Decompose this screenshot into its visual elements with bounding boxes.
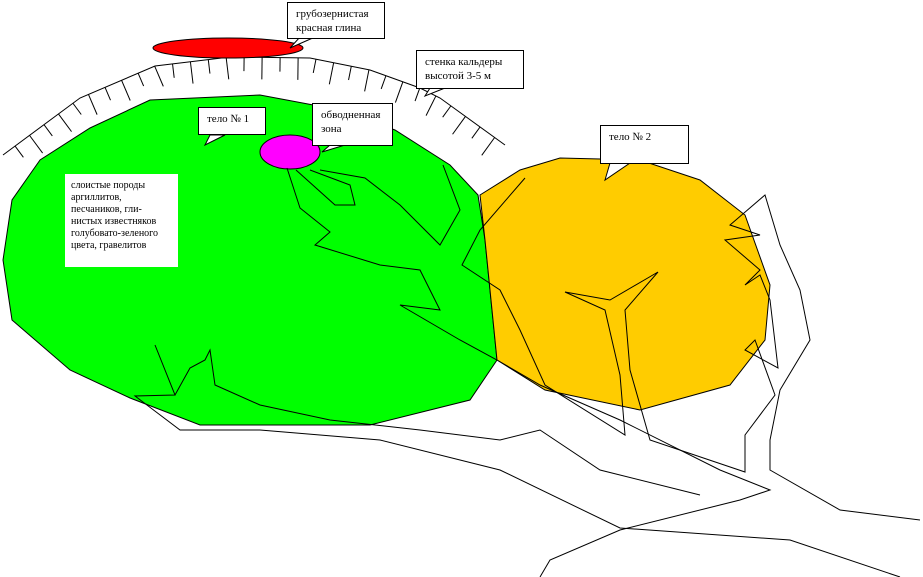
wall-hachure (88, 94, 98, 115)
label-body-2: тело № 2 (600, 125, 689, 164)
red-clay-lens (152, 37, 304, 59)
label-layered-rocks: слоистые породы аргиллитов, песчаников, … (65, 174, 178, 267)
wall-hachure (425, 95, 437, 116)
wall-hachure (364, 69, 370, 92)
stream-channels (133, 164, 921, 577)
wall-hachure (442, 105, 452, 118)
wall-hachure (154, 65, 164, 87)
wall-hachure (414, 87, 421, 102)
wall-hachure (189, 61, 194, 84)
wall-hachure (58, 113, 72, 132)
wall-hachure (72, 102, 82, 115)
label-watered-zone: обводненная зона (312, 103, 393, 146)
wall-hachure (348, 66, 352, 81)
wall-hachure (14, 145, 24, 158)
wall-hachure (452, 116, 466, 135)
wall-hachure (172, 63, 175, 78)
wall-hachure (481, 137, 496, 156)
wall-hachure (380, 75, 387, 90)
wall-hachure (29, 135, 44, 154)
wall-hachure (121, 80, 131, 101)
label-red-clay: грубозернистая красная глина (287, 2, 385, 39)
wall-hachure (328, 62, 335, 85)
watered-zone (259, 134, 321, 170)
wall-hachure (137, 73, 145, 87)
label-caldera-wall: стенка кальдеры высотой 3-5 м (416, 50, 524, 89)
wall-hachure (471, 126, 481, 139)
wall-hachure (394, 81, 404, 103)
wall-hachure (312, 59, 317, 74)
body-2-area (479, 157, 771, 411)
wall-hachure (207, 59, 211, 74)
wall-hachure (43, 124, 53, 137)
wall-hachure (104, 87, 111, 101)
wall-hachure (225, 57, 230, 80)
caldera-wall (2, 56, 506, 158)
label-body-1: тело № 1 (198, 107, 266, 135)
